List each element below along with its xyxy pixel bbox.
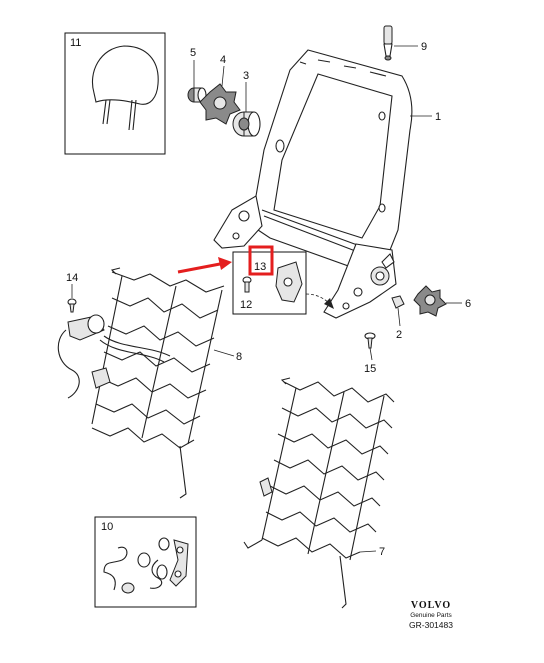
recliner-knob-part <box>413 285 447 317</box>
detail-box-12-13: 13 12 <box>232 245 307 315</box>
callout-12: 12 <box>240 299 252 311</box>
spring-mat-lower <box>243 377 395 609</box>
callout-14: 14 <box>66 272 78 284</box>
guide-pin-part <box>383 25 393 61</box>
screw-14-part <box>67 298 77 313</box>
brand-logo: VOLVO <box>411 600 451 611</box>
dashed-arrow <box>305 293 334 309</box>
headrest-part <box>92 45 159 131</box>
callout-3: 3 <box>243 70 249 82</box>
callout-8: 8 <box>236 351 242 363</box>
headrest-box: 11 <box>64 32 166 155</box>
spring-mat-upper <box>57 267 225 499</box>
block-part <box>391 295 405 309</box>
brand-subtitle: Genuine Parts <box>410 612 452 619</box>
callout-15: 15 <box>364 363 376 375</box>
highlight-arrow <box>177 257 232 274</box>
reference-code: GR-301483 <box>409 620 453 630</box>
callout-6: 6 <box>465 298 471 310</box>
seat-back-frame <box>213 49 413 319</box>
highlight-box <box>248 245 274 276</box>
callout-9: 9 <box>421 41 427 53</box>
small-parts-box: 10 <box>94 516 197 608</box>
callout-10: 10 <box>101 521 113 533</box>
bushing-part <box>232 111 261 137</box>
callout-4: 4 <box>220 54 226 66</box>
screw-15-part <box>364 332 376 349</box>
callout-13: 13 <box>254 261 266 273</box>
callout-1: 1 <box>435 111 441 123</box>
callout-5: 5 <box>190 47 196 59</box>
brand-block: VOLVO Genuine Parts GR-301483 <box>409 600 453 630</box>
callout-11: 11 <box>70 37 81 49</box>
star-knob-part <box>199 83 241 125</box>
callout-7: 7 <box>379 546 385 558</box>
leader-lines <box>71 45 462 553</box>
callout-2: 2 <box>396 329 402 341</box>
